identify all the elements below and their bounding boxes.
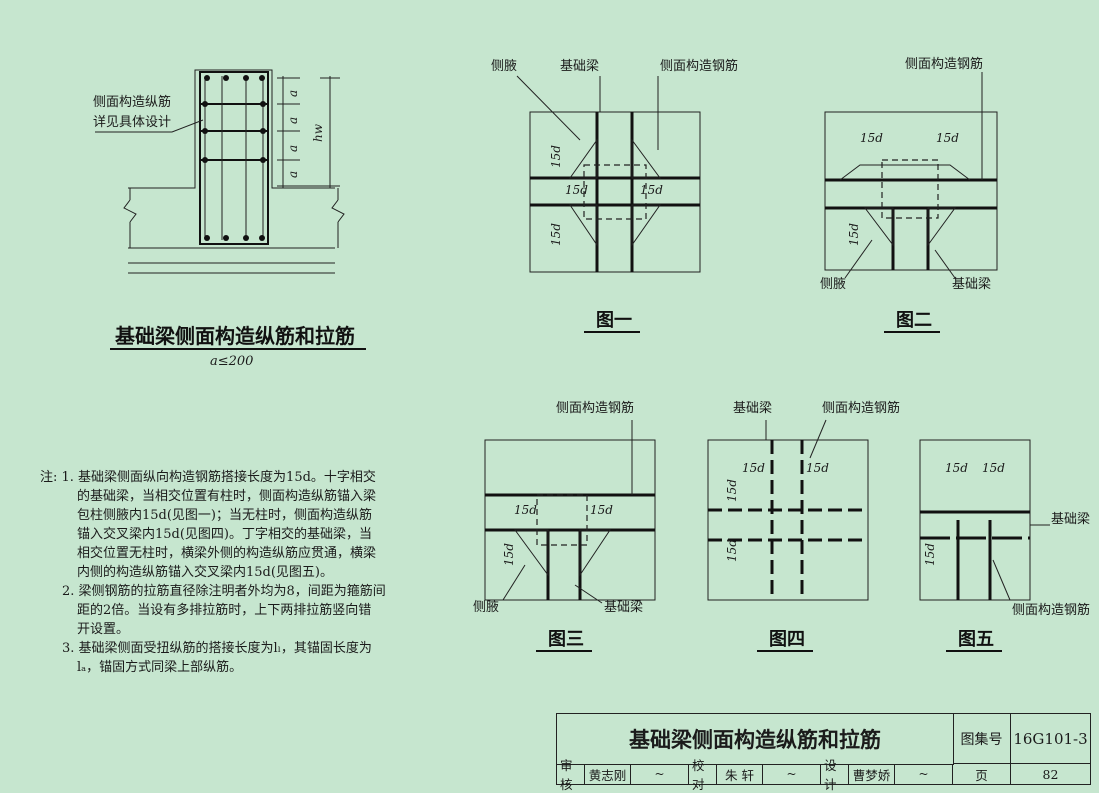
design-label: 设计 [821, 758, 849, 792]
fig3-dim-15d-down: 15d [502, 543, 516, 566]
note-1-line-c: 包柱侧腋内15d(见图一)；当无柱时，侧面构造纵筋 [77, 508, 373, 523]
figure-1-caption: 图一 [596, 310, 632, 331]
fig3-dim-15d-left: 15d [514, 503, 537, 517]
check-label: 校对 [689, 758, 717, 792]
section-title: 基础梁侧面构造纵筋和拉筋 [115, 324, 355, 348]
review-signature: ~ [631, 764, 689, 784]
figure-5-caption: 图五 [958, 629, 994, 650]
note-1-line-f: 内侧的构造纵筋锚入交叉梁内15d(见图五)。 [77, 565, 334, 580]
note-1-line-a: 注: 1. 基础梁侧面纵向构造钢筋搭接长度为15d。十字相交 [40, 470, 376, 485]
atlas-number: 16G101-3 [1011, 714, 1090, 764]
fig1-label-beam: 基础梁 [560, 59, 599, 74]
design-name: 曹梦娇 [849, 764, 895, 784]
note-2-line-c: 开设置。 [77, 622, 130, 637]
review-name: 黄志刚 [585, 764, 631, 784]
fig4-dim-15d-left: 15d [742, 461, 765, 475]
fig1-label-haunch: 侧腋 [491, 59, 517, 74]
fig2-label-sidebar: 侧面构造钢筋 [905, 56, 983, 72]
page-label: 页 [953, 764, 1011, 784]
title-block: 基础梁侧面构造纵筋和拉筋 图集号 16G101-3 审核 黄志刚 ~ 校对 朱 … [556, 713, 1091, 792]
fig4-dim-15d-down: 15d [725, 539, 739, 562]
dim-a-4: a [286, 171, 300, 178]
fig1-dim-15d-right: 15d [640, 183, 663, 197]
note-2-line-b: 距的2倍。当设有多排拉筋时，上下两排拉筋竖向错 [77, 603, 372, 618]
figure-3: 15d 15d 15d 侧面构造钢筋 侧腋 基础梁 [473, 400, 656, 615]
figure-4: 15d 15d 15d 15d 基础梁 侧面构造钢筋 [707, 400, 900, 601]
note-1-line-e: 相交位置无柱时，横梁外侧的构造纵筋应贯通，横梁 [77, 546, 377, 561]
fig3-label-sidebar: 侧面构造钢筋 [556, 400, 634, 416]
fig4-dim-15d-up: 15d [725, 479, 739, 502]
section-note-line1: 侧面构造纵筋 [93, 94, 171, 110]
title-block-signature-row: 审核 黄志刚 ~ 校对 朱 轩 ~ 设计 曹梦娇 ~ 页 82 [557, 758, 1090, 792]
note-1-line-d: 锚入交叉梁内15d(见图四)。丁字相交的基础梁，当 [77, 527, 373, 542]
check-name: 朱 轩 [717, 764, 763, 784]
fig1-dim-15d-up: 15d [549, 145, 563, 168]
fig2-dim-15d-down: 15d [847, 223, 861, 246]
fig5-label-sidebar: 侧面构造钢筋 [1012, 602, 1090, 618]
section-subtitle: a≤200 [210, 354, 253, 369]
figure-1: 15d 15d 15d 15d 侧腋 基础梁 侧面构造钢筋 [491, 58, 738, 273]
fig4-label-beam: 基础梁 [733, 401, 772, 416]
design-signature: ~ [895, 764, 953, 784]
figure-2: 15d 15d 15d 侧面构造钢筋 侧腋 基础梁 [820, 56, 998, 292]
page-number: 82 [1042, 766, 1059, 782]
fig4-label-sidebar: 侧面构造钢筋 [822, 400, 900, 416]
note-3-line-a: 3. 基础梁侧面受扭纵筋的搭接长度为lₗ，其锚固长度为 [62, 641, 372, 656]
dim-a-1: a [286, 90, 300, 97]
section-note-line2: 详见具体设计 [93, 115, 171, 130]
dim-a-2: a [286, 117, 300, 124]
note-1-line-b: 的基础梁，当相交位置有柱时，侧面构造纵筋锚入梁 [77, 489, 377, 504]
title-block-title: 基础梁侧面构造纵筋和拉筋 [557, 714, 954, 765]
fig5-dim-15d-down: 15d [923, 543, 937, 566]
fig1-dim-15d-down: 15d [549, 223, 563, 246]
fig3-label-beam: 基础梁 [604, 600, 643, 615]
fig2-label-haunch: 侧腋 [820, 277, 846, 292]
dim-a-3: a [286, 145, 300, 152]
figure-5: 15d 15d 15d 基础梁 侧面构造钢筋 [919, 439, 1090, 618]
notes-block: 注: 1. 基础梁侧面纵向构造钢筋搭接长度为15d。十字相交 的基础梁，当相交位… [40, 468, 435, 677]
dim-hw: hw [311, 123, 325, 142]
review-label: 审核 [557, 758, 585, 792]
fig2-dim-15d-right: 15d [936, 131, 959, 145]
fig1-dim-15d-left: 15d [565, 183, 588, 197]
fig4-dim-15d-right: 15d [806, 461, 829, 475]
fig3-label-haunch: 侧腋 [473, 600, 499, 615]
fig2-label-beam: 基础梁 [952, 277, 991, 292]
section-view: 侧面构造纵筋 详见具体设计 a a a a hw [93, 69, 345, 274]
figure-3-caption: 图三 [548, 629, 584, 650]
fig2-dim-15d-left: 15d [860, 131, 883, 145]
fig5-label-beam: 基础梁 [1051, 512, 1090, 527]
fig3-dim-15d-right: 15d [590, 503, 613, 517]
figure-2-caption: 图二 [896, 310, 932, 331]
figure-4-caption: 图四 [769, 629, 805, 650]
fig5-dim-15d-right: 15d [982, 461, 1005, 475]
fig5-dim-15d-left: 15d [945, 461, 968, 475]
note-3-line-b: lₐ，锚固方式同梁上部纵筋。 [77, 660, 243, 675]
atlas-label: 图集号 [953, 714, 1011, 764]
check-signature: ~ [763, 764, 821, 784]
note-2-line-a: 2. 梁侧钢筋的拉筋直径除注明者外均为8，间距为箍筋间 [62, 584, 386, 599]
fig1-label-sidebar: 侧面构造钢筋 [660, 58, 738, 74]
